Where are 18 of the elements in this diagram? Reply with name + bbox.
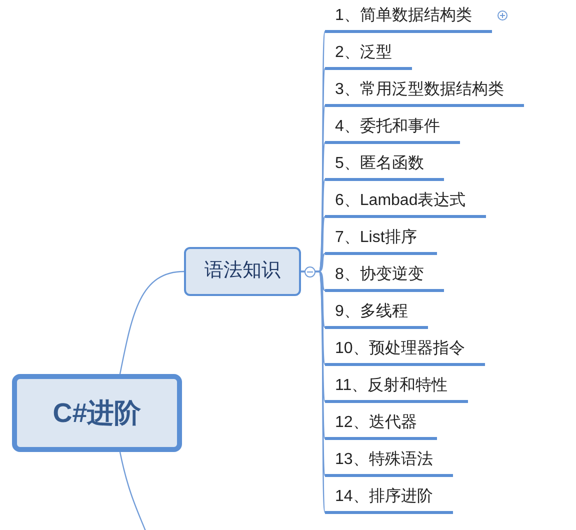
subtopic-label: 9、多线程 <box>325 298 428 329</box>
subtopic-label: 11、反射和特性 <box>325 372 468 403</box>
subtopic-label: 8、协变逆变 <box>325 261 444 292</box>
subtopic-label: 3、常用泛型数据结构类 <box>325 76 524 107</box>
subtopic-label: 2、泛型 <box>325 39 412 70</box>
subtopic-label: 6、Lambad表达式 <box>325 187 486 218</box>
subtopic-label: 4、委托和事件 <box>325 113 460 144</box>
subtopic-label: 12、迭代器 <box>325 409 437 440</box>
connector-line <box>119 452 147 530</box>
connector-line <box>119 270 184 374</box>
subtopic-label: 10、预处理器指令 <box>325 335 485 366</box>
subtopic-label: 1、简单数据结构类 <box>325 2 492 33</box>
topic-box: 语法知识 <box>184 247 301 296</box>
subtopic-label: 7、List排序 <box>325 224 437 255</box>
subtopic-label: 5、匿名函数 <box>325 150 444 181</box>
central-topic-box: C#进阶 <box>12 374 182 452</box>
subtopic-label: 13、特殊语法 <box>325 446 453 477</box>
subtopic-label: 14、排序进阶 <box>325 483 453 514</box>
